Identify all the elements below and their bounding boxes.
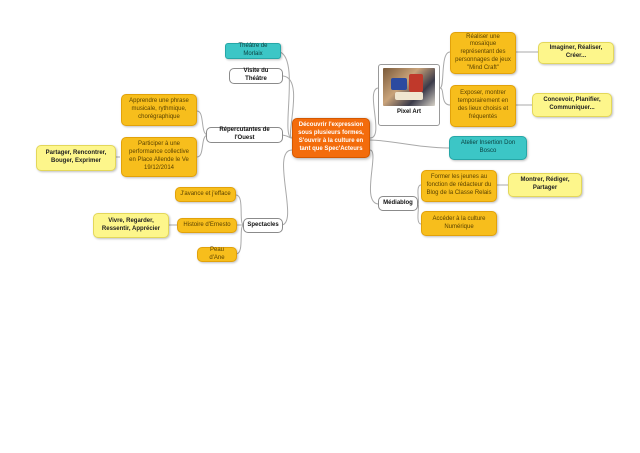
node-montrer[interactable]: Montrer, Rédiger, Partager [508, 173, 582, 197]
node-pixel-art-label: Pixel Art [396, 109, 422, 115]
node-vivre-label: Vivre, Regarder, Ressentir, Apprécier [101, 217, 161, 232]
node-mediablog-label: Médiablog [383, 199, 413, 206]
central-topic-label: Découvrir l'expression sous plusieurs fo… [298, 122, 364, 152]
node-vivre[interactable]: Vivre, Regarder, Ressentir, Apprécier [93, 213, 169, 238]
node-spectacles-label: Spectacles [247, 221, 279, 228]
node-javance[interactable]: J'avance et j'efface [175, 187, 236, 202]
node-visite-theatre-label: Visite du Théâtre [243, 68, 269, 82]
node-peau-label: Peau d'Ane [209, 246, 225, 261]
node-partager[interactable]: Partager, Rencontrer, Bouger, Exprimer [36, 145, 116, 171]
node-participer[interactable]: Participer à une performance collective … [121, 137, 197, 177]
node-participer-label: Participer à une performance collective … [128, 141, 190, 171]
node-realiser-label: Réaliser une mosaïque représentant des p… [455, 33, 511, 71]
node-acceder[interactable]: Accéder à la culture Numérique [421, 211, 497, 236]
node-partager-label: Partager, Rencontrer, Bouger, Exprimer [45, 150, 107, 164]
node-imaginer[interactable]: Imaginer, Réaliser, Créer... [538, 42, 614, 64]
node-spectacles[interactable]: Spectacles [243, 218, 283, 233]
node-visite-theatre[interactable]: Visite du Théâtre [229, 68, 283, 84]
node-concevoir[interactable]: Concevoir, Planifier, Communiquer... [532, 93, 612, 117]
node-montrer-label: Montrer, Rédiger, Partager [520, 177, 570, 191]
node-theatre-morlaix[interactable]: Théâtre de Morlaix [225, 43, 281, 59]
node-repercutantes-label: Répercutantes de l'Ouest [219, 127, 270, 141]
node-atelier-label: Atelier Insertion Don Bosco [460, 140, 516, 154]
node-peau[interactable]: Peau d'Ane [197, 247, 237, 262]
node-exposer-label: Exposer, montrer temporairement en des l… [457, 90, 509, 120]
node-histoire-label: Histoire d'Ernesto [183, 221, 231, 228]
node-mediablog[interactable]: Médiablog [378, 196, 418, 211]
pixel-art-photo [383, 68, 435, 106]
node-former-label: Former les jeunes au fonction de rédacte… [426, 174, 492, 196]
node-concevoir-label: Concevoir, Planifier, Communiquer... [543, 97, 601, 111]
node-former[interactable]: Former les jeunes au fonction de rédacte… [421, 170, 497, 202]
node-acceder-label: Accéder à la culture Numérique [432, 215, 486, 230]
node-apprendre-label: Apprendre une phrase musicale, rythmique… [129, 98, 189, 120]
node-histoire[interactable]: Histoire d'Ernesto [177, 218, 237, 233]
node-apprendre[interactable]: Apprendre une phrase musicale, rythmique… [121, 94, 197, 126]
node-javance-label: J'avance et j'efface [180, 190, 231, 197]
node-imaginer-label: Imaginer, Réaliser, Créer... [549, 45, 603, 59]
node-exposer[interactable]: Exposer, montrer temporairement en des l… [450, 85, 516, 127]
node-realiser[interactable]: Réaliser une mosaïque représentant des p… [450, 32, 516, 74]
central-topic[interactable]: Découvrir l'expression sous plusieurs fo… [292, 118, 370, 158]
node-repercutantes[interactable]: Répercutantes de l'Ouest [206, 127, 283, 143]
node-atelier[interactable]: Atelier Insertion Don Bosco [449, 136, 527, 160]
node-pixel-art[interactable]: Pixel Art [378, 64, 440, 126]
node-theatre-morlaix-label: Théâtre de Morlaix [238, 43, 268, 57]
